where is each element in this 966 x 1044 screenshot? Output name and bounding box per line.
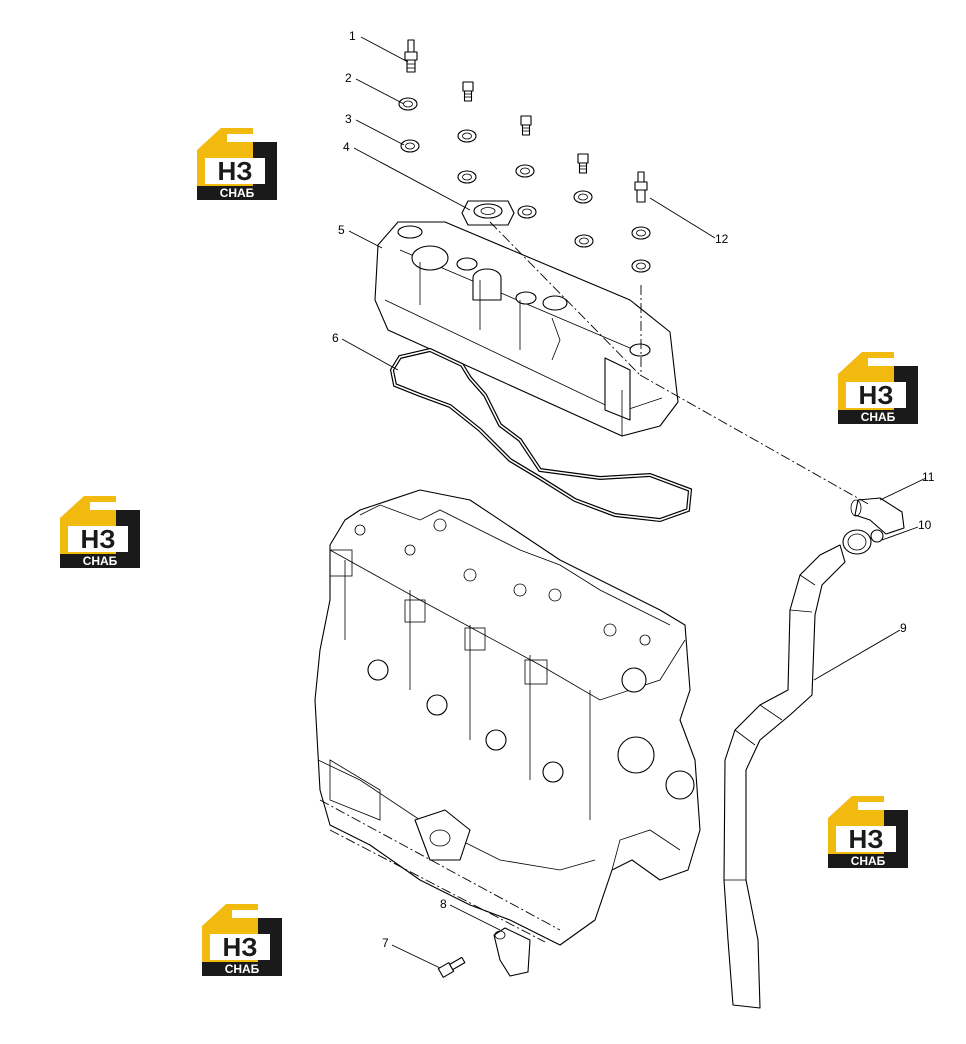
watermark-logo: НЗ СНАБ bbox=[202, 904, 282, 976]
callout-1: 1 bbox=[349, 29, 356, 43]
callout-12: 12 bbox=[715, 232, 729, 246]
grommet-part bbox=[457, 170, 477, 184]
grommet-part bbox=[457, 129, 477, 143]
valve-cover-part-5 bbox=[374, 221, 679, 437]
watermark-mark: НЗ bbox=[222, 932, 257, 962]
watermark-word: СНАБ bbox=[83, 554, 118, 568]
watermark-mark: НЗ bbox=[217, 156, 252, 186]
watermark-word: СНАБ bbox=[851, 854, 886, 868]
callout-5: 5 bbox=[338, 223, 345, 237]
bracket-part-8 bbox=[493, 927, 531, 977]
engine-block bbox=[314, 489, 701, 946]
callout-9: 9 bbox=[900, 621, 907, 635]
watermark-logo: НЗ СНАБ bbox=[197, 128, 277, 200]
breather-hose-part-9 bbox=[723, 544, 846, 1009]
grommet-part bbox=[573, 190, 593, 204]
callout-11: 11 bbox=[922, 470, 935, 484]
washer-part-2 bbox=[398, 97, 418, 111]
elbow-fitting-part-11 bbox=[850, 497, 905, 535]
oil-filler-cap-part-4 bbox=[461, 200, 515, 226]
callout-8: 8 bbox=[440, 897, 447, 911]
callout-10: 10 bbox=[918, 518, 932, 532]
callout-3: 3 bbox=[345, 112, 352, 126]
watermark-logo: НЗ СНАБ bbox=[828, 796, 908, 868]
hose-clamp-part-10 bbox=[842, 529, 884, 555]
washer-part bbox=[631, 226, 651, 240]
watermark-word: СНАБ bbox=[225, 962, 260, 976]
grommet-part-3 bbox=[400, 139, 420, 153]
watermark-mark: НЗ bbox=[858, 380, 893, 410]
stud-part-1 bbox=[404, 39, 418, 73]
stud-part-12 bbox=[634, 171, 648, 203]
bolt-part bbox=[462, 81, 474, 102]
grommet-part bbox=[515, 164, 535, 178]
grommet-part bbox=[574, 234, 594, 248]
grommet-part bbox=[517, 205, 537, 219]
watermark-mark: НЗ bbox=[848, 824, 883, 854]
callout-7: 7 bbox=[382, 936, 389, 950]
bolt-part bbox=[577, 153, 589, 174]
grommet-part bbox=[631, 259, 651, 273]
centerline bbox=[639, 374, 871, 506]
watermark-word: СНАБ bbox=[861, 410, 896, 424]
callout-2: 2 bbox=[345, 71, 352, 85]
watermark-logo: НЗ СНАБ bbox=[60, 496, 140, 568]
bolt-part bbox=[520, 115, 532, 136]
callout-6: 6 bbox=[332, 331, 339, 345]
gasket-part-6 bbox=[389, 347, 693, 523]
flange-bolt-part-7 bbox=[437, 956, 466, 978]
watermark-logo: НЗ СНАБ bbox=[838, 352, 918, 424]
watermark-mark: НЗ bbox=[80, 524, 115, 554]
watermark-word: СНАБ bbox=[220, 186, 255, 200]
callout-4: 4 bbox=[343, 140, 350, 154]
